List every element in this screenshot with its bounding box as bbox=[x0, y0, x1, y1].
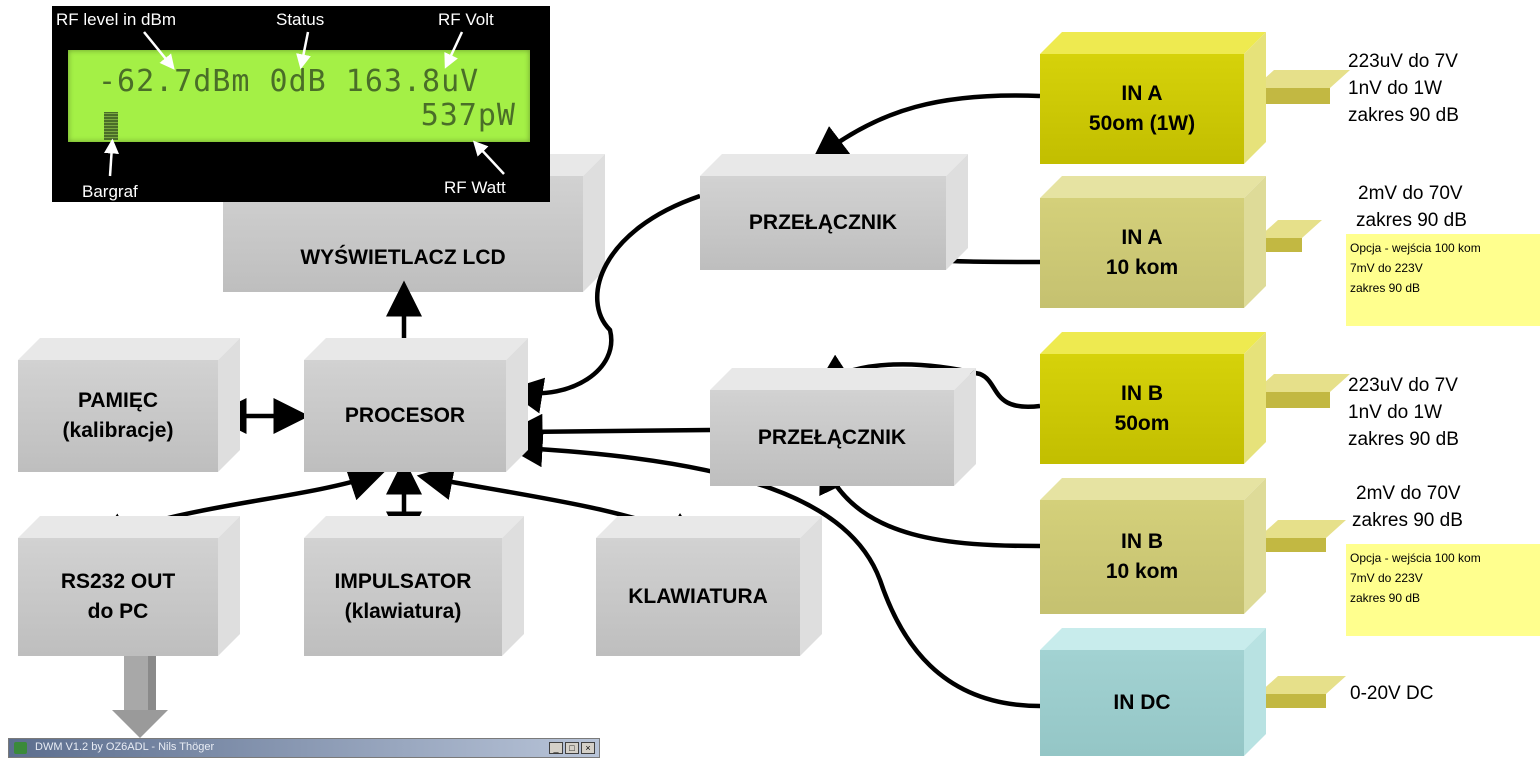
rs232-label-line2: do PC bbox=[87, 600, 149, 623]
spec-in-dc: 0-20V DC bbox=[1350, 683, 1434, 704]
note-in-b-option: Opcja - wejścia 100 kom 7mV do 223V zakr… bbox=[1346, 544, 1540, 636]
note-in-b-line1: Opcja - wejścia 100 kom bbox=[1350, 551, 1481, 565]
switch-a-label: PRZEŁĄCZNIK bbox=[748, 211, 898, 234]
note-in-a-option: Opcja - wejścia 100 kom 7mV do 223V zakr… bbox=[1346, 234, 1540, 326]
input-a-10k-label-line1: IN A bbox=[1121, 226, 1163, 249]
rs232-output-arrow bbox=[112, 656, 168, 738]
switch-b-label: PRZEŁĄCZNIK bbox=[757, 426, 907, 449]
input-b-10k-block: IN B 10 kom bbox=[1040, 478, 1266, 614]
spec-in-a-50-line1: 223uV do 7V bbox=[1348, 51, 1458, 72]
processor-block: PROCESOR bbox=[304, 338, 528, 472]
spec-in-b-50-line3: zakres 90 dB bbox=[1348, 429, 1459, 450]
lcd-label-rf-level: RF level in dBm bbox=[56, 10, 176, 29]
input-b-50ohm-block: IN B 50om bbox=[1040, 332, 1266, 464]
wire-switch-a-processor bbox=[506, 193, 701, 414]
impulsator-label-line1: IMPULSATOR bbox=[334, 570, 472, 593]
keyboard-label: KLAWIATURA bbox=[628, 585, 768, 608]
lcd-line-2: 537pW bbox=[420, 98, 516, 133]
spec-in-b-50-line1: 223uV do 7V bbox=[1348, 375, 1458, 396]
spec-in-a-10k-line2: zakres 90 dB bbox=[1356, 210, 1467, 231]
spec-in-a-50-line3: zakres 90 dB bbox=[1348, 105, 1459, 126]
spec-in-b-10k-line1: 2mV do 70V bbox=[1356, 483, 1461, 504]
maximize-button[interactable]: □ bbox=[565, 742, 579, 754]
input-dc-block: IN DC bbox=[1040, 628, 1266, 756]
impulsator-block: IMPULSATOR (klawiatura) bbox=[304, 516, 524, 656]
input-b-10k-label-line1: IN B bbox=[1121, 530, 1163, 553]
spec-in-a-10k: 2mV do 70V zakres 90 dB bbox=[1356, 180, 1467, 234]
input-b-10k-label-line2: 10 kom bbox=[1105, 560, 1179, 583]
minimize-button[interactable]: _ bbox=[549, 742, 563, 754]
spec-in-b-10k: 2mV do 70V zakres 90 dB bbox=[1352, 480, 1463, 534]
wire-switch-b-processor bbox=[506, 413, 711, 450]
note-in-a-line2: 7mV do 223V bbox=[1350, 261, 1423, 275]
spec-in-b-10k-line2: zakres 90 dB bbox=[1352, 510, 1463, 531]
note-in-a-line1: Opcja - wejścia 100 kom bbox=[1350, 241, 1481, 255]
input-a-50ohm-label-line2: 50om (1W) bbox=[1088, 112, 1196, 135]
switch-a-block: PRZEŁĄCZNIK bbox=[700, 154, 968, 270]
wire-in-dc-processor bbox=[506, 431, 1041, 709]
note-in-a-line3: zakres 90 dB bbox=[1350, 281, 1421, 295]
input-dc-label: IN DC bbox=[1113, 691, 1171, 714]
lcd-label-status: Status bbox=[276, 10, 325, 29]
input-a-10k-label-line2: 10 kom bbox=[1105, 256, 1179, 279]
wire-in-a-50-switch-a bbox=[811, 93, 1041, 163]
impulsator-label-line2: (klawiatura) bbox=[344, 600, 462, 623]
memory-label-line1: PAMIĘC bbox=[77, 389, 159, 412]
keyboard-block: KLAWIATURA bbox=[596, 516, 822, 656]
window-title: DWM V1.2 by OZ6ADL - Nils Thöger bbox=[35, 741, 215, 753]
memory-block: PAMIĘC (kalibracje) bbox=[18, 338, 240, 472]
spec-in-a-50: 223uV do 7V 1nV do 1W zakres 90 dB bbox=[1348, 48, 1459, 129]
memory-label-line2: (kalibracje) bbox=[62, 419, 174, 442]
lcd-callout-arrows bbox=[104, 31, 505, 177]
rs232-block: RS232 OUT do PC bbox=[18, 516, 240, 656]
input-a-50ohm-label-line1: IN A bbox=[1121, 82, 1163, 105]
wire-in-b-10k-switch-b bbox=[819, 455, 1041, 549]
lcd-label-bargraf: Bargraf bbox=[82, 182, 138, 201]
note-in-b-line3: zakres 90 dB bbox=[1350, 591, 1421, 605]
switch-b-block: PRZEŁĄCZNIK bbox=[710, 368, 976, 486]
app-icon bbox=[14, 742, 27, 754]
close-button[interactable]: × bbox=[581, 742, 595, 754]
spec-in-a-10k-line1: 2mV do 70V bbox=[1358, 183, 1463, 204]
lcd-line-1: -62.7dBm 0dB 163.8uV bbox=[98, 64, 480, 99]
input-b-50ohm-label-line1: IN B bbox=[1121, 382, 1163, 405]
pc-app-window-titlebar: DWM V1.2 by OZ6ADL - Nils Thöger _ □ × bbox=[8, 738, 600, 758]
bargraf-indicator bbox=[104, 112, 118, 140]
input-b-50ohm-label-line2: 50om bbox=[1114, 412, 1170, 435]
lcd-label-rf-volt: RF Volt bbox=[438, 10, 494, 29]
spec-in-b-50: 223uV do 7V 1nV do 1W zakres 90 dB bbox=[1348, 372, 1459, 453]
input-a-50ohm-block: IN A 50om (1W) bbox=[1040, 32, 1266, 164]
processor-label: PROCESOR bbox=[344, 404, 466, 427]
spec-in-b-50-line2: 1nV do 1W bbox=[1348, 402, 1442, 423]
input-a-10k-block: IN A 10 kom bbox=[1040, 176, 1266, 308]
lcd-label-rf-watt: RF Watt bbox=[444, 178, 506, 197]
spec-in-a-50-line2: 1nV do 1W bbox=[1348, 78, 1442, 99]
lcd-display-preview: RF level in dBm Status RF Volt -62.7dBm … bbox=[52, 6, 550, 202]
rs232-label-line1: RS232 OUT bbox=[60, 570, 176, 593]
note-in-b-line2: 7mV do 223V bbox=[1350, 571, 1423, 585]
